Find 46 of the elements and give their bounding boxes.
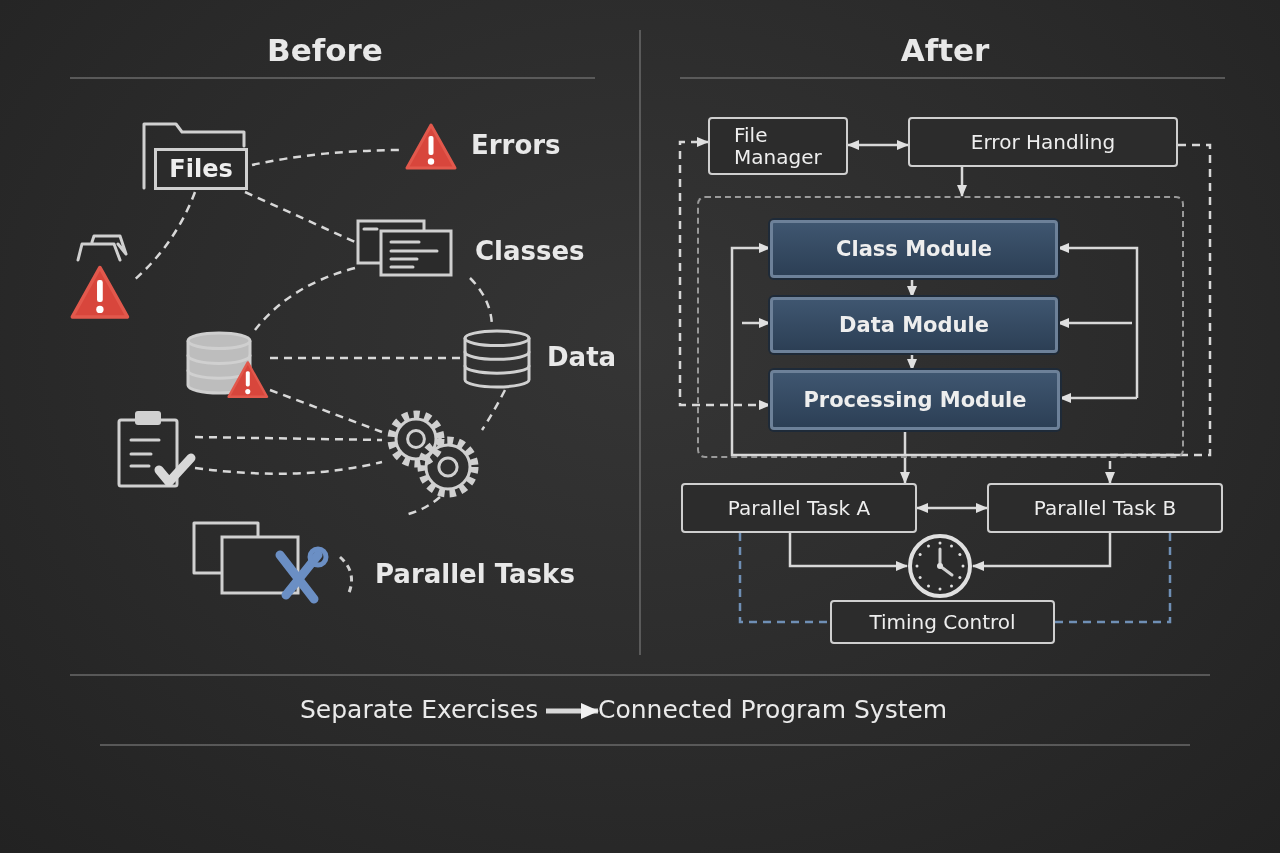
module-box: Class Module (770, 220, 1058, 278)
dashed-connector (738, 533, 830, 624)
icon-label: Data (547, 342, 617, 372)
arrow (847, 140, 909, 150)
dashed-connector (1055, 533, 1172, 624)
folder-label: Files (154, 148, 248, 190)
dashed-arrow (1105, 143, 1212, 484)
arrow (900, 430, 910, 484)
panel-heading: After (900, 32, 990, 68)
panel-heading: Before (267, 32, 383, 68)
dashed-connector (480, 389, 507, 431)
arrow (907, 353, 917, 371)
dashed-connector (270, 356, 462, 360)
component-box: Error Handling (908, 117, 1178, 167)
component-box: File Manager (708, 117, 848, 175)
arrow (1057, 243, 1139, 398)
module-box: Processing Module (770, 370, 1060, 430)
arrow (907, 278, 917, 298)
arrow (957, 167, 967, 197)
dashed-arrow (678, 137, 771, 410)
clipboard-check-icon (115, 408, 195, 490)
icon-label: Errors (471, 130, 561, 160)
dashed-connector (194, 460, 383, 475)
dashed-container (697, 196, 1184, 458)
arrow (730, 243, 1180, 457)
caption-text: Connected Program System (598, 695, 948, 724)
arrow (1059, 393, 1137, 403)
arrow (742, 318, 771, 328)
dashed-connector (254, 266, 356, 331)
arrow (788, 533, 908, 571)
dashed-connector (194, 435, 383, 442)
arrow (972, 533, 1112, 571)
database-warning-icon (185, 330, 270, 398)
module-box: Data Module (770, 297, 1058, 353)
icon-label: Parallel Tasks (375, 559, 575, 589)
dashed-connector (244, 190, 356, 244)
component-box: Timing Control (830, 600, 1055, 644)
arrow (916, 503, 988, 513)
arrow (546, 703, 599, 719)
component-box: Parallel Task B (987, 483, 1223, 533)
arrow (1057, 318, 1132, 328)
caption-text: Separate Exercises (300, 695, 539, 724)
dashed-connector (269, 388, 383, 434)
clock-icon (907, 533, 973, 599)
component-box: Parallel Task A (681, 483, 917, 533)
icon-label: Classes (475, 236, 585, 266)
